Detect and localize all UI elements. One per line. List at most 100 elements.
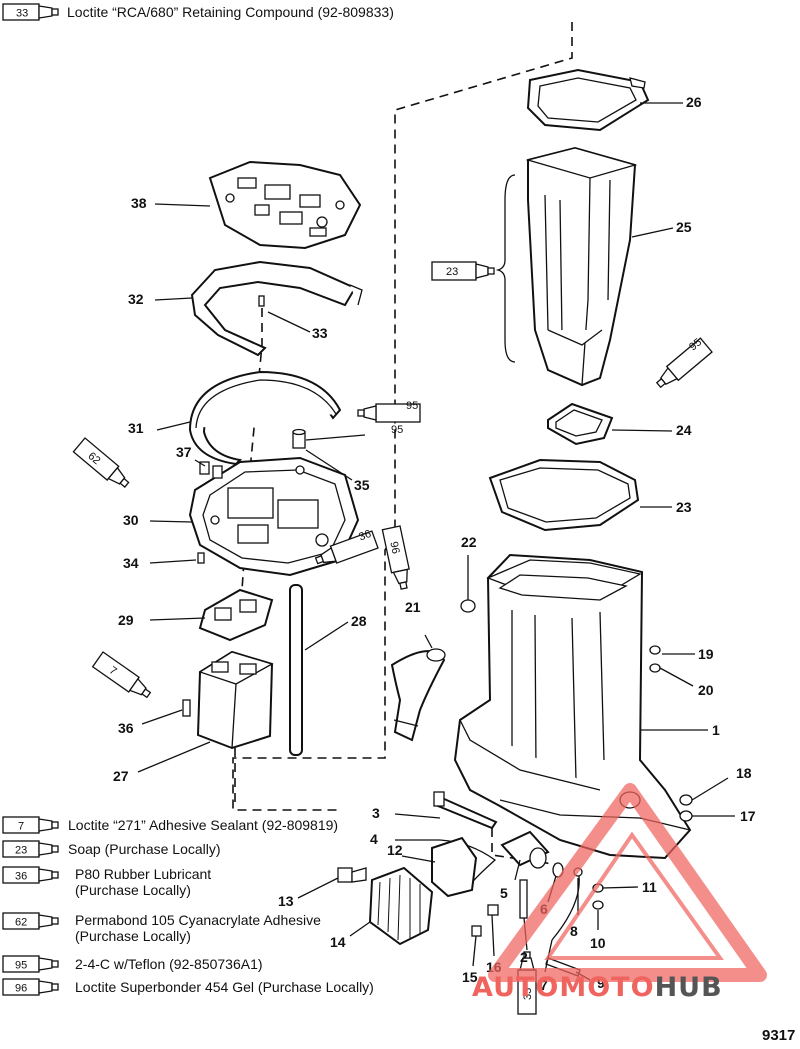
part-19-20-washers <box>649 645 693 822</box>
tube-96: 96 <box>381 525 410 590</box>
part-23-gasket <box>488 458 640 532</box>
legend: 7 Loctite “271” Adhesive Sealant (92-809… <box>2 816 374 996</box>
legend-top-text: Loctite “RCA/680” Retaining Compound (92… <box>67 4 394 20</box>
part-35-bushing <box>292 428 306 449</box>
part-37-dowels <box>199 461 223 479</box>
callout-26: 26 <box>686 94 702 110</box>
tube-icon-33-top: 33 <box>2 3 59 21</box>
part-12-bracket <box>431 836 478 898</box>
callout-37: 37 <box>176 444 192 460</box>
legend-text: Soap (Purchase Locally) <box>68 841 221 857</box>
part-3-bolt <box>433 791 498 830</box>
callout-21: 21 <box>405 599 421 615</box>
legend-item-96: 96 Loctite Superbonder 454 Gel (Purchase… <box>2 978 374 996</box>
part-30-drive-shaft-housing-plate <box>188 456 360 577</box>
callout-22: 22 <box>461 534 477 550</box>
part-36-screw <box>182 699 191 717</box>
callout-18: 18 <box>736 765 752 781</box>
watermark-logo <box>488 783 767 982</box>
callout-2: 2 <box>520 949 528 965</box>
callout-27: 27 <box>113 768 129 784</box>
callout-7: 7 <box>540 977 548 993</box>
legend-item-62: 62 Permabond 105 Cyanacrylate Adhesive (… <box>2 912 321 944</box>
tube-code: 95 <box>15 960 27 972</box>
callout-20: 20 <box>698 682 714 698</box>
tube-code: 7 <box>18 821 24 833</box>
part-24-seal-block <box>547 402 614 446</box>
tube-95-upper: 95 <box>655 336 713 389</box>
tube-code: 23 <box>446 266 458 278</box>
legend-item-23: 23 Soap (Purchase Locally) <box>2 840 221 858</box>
callout-36: 36 <box>118 720 134 736</box>
part-34-screw <box>197 552 205 564</box>
callout-95-tube: 95 <box>391 424 403 436</box>
callout-28: 28 <box>351 613 367 629</box>
callout-33: 33 <box>312 325 328 341</box>
callout-35: 35 <box>354 477 370 493</box>
callout-30: 30 <box>123 512 139 528</box>
callout-9: 9 <box>597 975 605 991</box>
tube-36: 36 <box>314 528 379 565</box>
callout-14: 14 <box>330 934 346 950</box>
legend-item-7: 7 Loctite “271” Adhesive Sealant (92-809… <box>2 816 338 834</box>
legend-text: Loctite “271” Adhesive Sealant (92-80981… <box>68 817 338 833</box>
callout-10: 10 <box>590 935 606 951</box>
part-31-seal-strip <box>188 370 342 466</box>
legend-text: P80 Rubber Lubricant <box>75 866 211 882</box>
tube-62: 62 <box>72 437 130 488</box>
callout-19: 19 <box>698 646 714 662</box>
tube-code: 33 <box>522 988 534 1000</box>
part-22-plug <box>460 599 476 613</box>
legend-top: 33 Loctite “RCA/680” Retaining Compound … <box>2 3 394 21</box>
part-5-anode <box>500 830 550 869</box>
tube-23: 23 <box>431 261 495 281</box>
dashed-assembly-lines <box>232 22 573 866</box>
callout-17: 17 <box>740 808 756 824</box>
tube-code: 95 <box>406 400 418 412</box>
callout-12: 12 <box>387 842 403 858</box>
figure-number: 9317 <box>762 1027 795 1044</box>
legend-text: Loctite Superbonder 454 Gel (Purchase Lo… <box>75 979 374 995</box>
tube-code: 62 <box>15 917 27 929</box>
tube-95-lower: 95 <box>357 400 421 423</box>
legend-item-36: 36 P80 Rubber Lubricant (Purchase Locall… <box>2 866 211 898</box>
callout-31: 31 <box>128 420 144 436</box>
part-14-trim-tab-grille <box>368 866 434 946</box>
part-13-screw <box>337 867 367 883</box>
legend-item-95: 95 2-4-C w/Teflon (92-850736A1) <box>2 955 263 973</box>
part-27-adapter <box>196 650 274 750</box>
part-28-water-tube <box>289 584 303 756</box>
callout-3: 3 <box>372 805 380 821</box>
tube-7: 7 <box>91 651 152 699</box>
legend-text: (Purchase Locally) <box>75 928 191 944</box>
part-26-gasket <box>526 68 650 132</box>
tube-code: 36 <box>15 871 27 883</box>
watermark-colored: AUTOMOTO <box>472 972 655 1003</box>
callout-34: 34 <box>123 555 139 571</box>
legend-text: (Purchase Locally) <box>75 882 191 898</box>
tube-code: 33 <box>16 8 28 20</box>
watermark-dark: HUB <box>655 972 723 1003</box>
part-29-gasket <box>198 588 274 642</box>
tube-code: 23 <box>15 845 27 857</box>
callout-4: 4 <box>370 831 378 847</box>
callout-1: 1 <box>712 722 720 738</box>
leader-lines <box>137 102 735 981</box>
part-38-adapter-plate <box>208 160 362 250</box>
tube-code: 7 <box>107 664 119 677</box>
part-25-exhaust-tube <box>495 146 638 387</box>
watermark-text: AUTOMOTOHUB <box>472 972 723 1003</box>
callout-32: 32 <box>128 291 144 307</box>
callout-8: 8 <box>570 923 578 939</box>
legend-text: 2-4-C w/Teflon (92-850736A1) <box>75 956 263 972</box>
legend-text: Permabond 105 Cyanacrylate Adhesive <box>75 912 321 928</box>
part-1-driveshaft-housing <box>453 553 692 860</box>
tube-code: 96 <box>387 541 401 555</box>
callout-23: 23 <box>676 499 692 515</box>
callout-13: 13 <box>278 893 294 909</box>
callout-24: 24 <box>676 422 692 438</box>
tube-code: 36 <box>357 528 373 543</box>
callout-11: 11 <box>642 879 657 895</box>
callout-5: 5 <box>500 885 508 901</box>
callout-15: 15 <box>462 969 478 985</box>
